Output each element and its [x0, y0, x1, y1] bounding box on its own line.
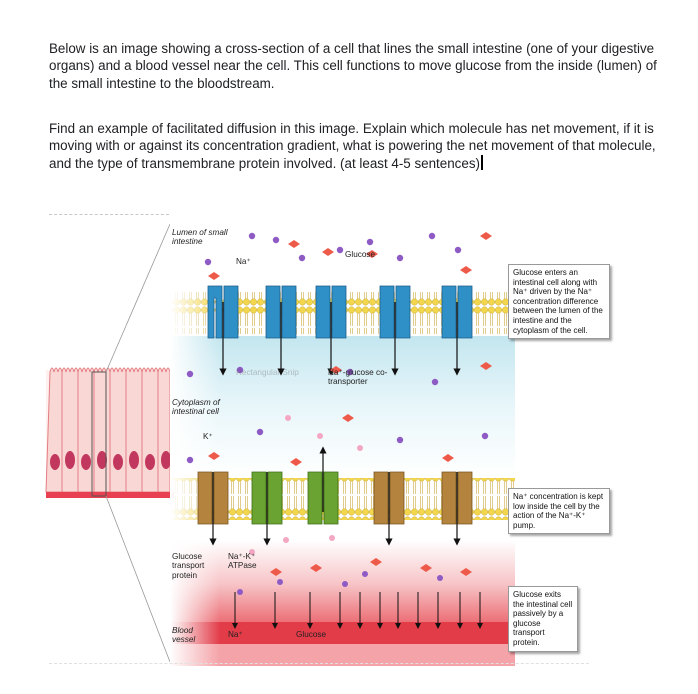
- lumen-label: Lumen of small intestine: [172, 228, 252, 247]
- question-prompt[interactable]: Find an example of facilitated diffusion…: [49, 120, 669, 172]
- snip-watermark: Rectangular Snip: [236, 368, 299, 377]
- na-bottom-label: Na⁺: [228, 630, 243, 639]
- divider: [49, 214, 169, 215]
- question-prompt-text: Find an example of facilitated diffusion…: [49, 121, 656, 171]
- k-label: K⁺: [203, 432, 213, 441]
- question-intro: Below is an image showing a cross-sectio…: [49, 40, 669, 92]
- text-cursor: [481, 155, 483, 170]
- callout-na-pump: Na⁺ concentration is kept low inside the…: [508, 488, 610, 534]
- callout-glucose-exit: Glucose exits the intestinal cell passiv…: [508, 586, 578, 652]
- blood-vessel-label: Blood vessel: [172, 626, 206, 645]
- glucose-top-label: Glucose: [345, 250, 375, 259]
- callout-glucose-entry: Glucose enters an intestinal cell along …: [508, 264, 610, 339]
- glucose-transport-protein-label: Glucose transport protein: [172, 552, 218, 580]
- tissue-thumbnail: [46, 224, 174, 662]
- glucose-bottom-label: Glucose: [296, 630, 326, 639]
- cotransporter-label: Na⁺-glucose co-transporter: [328, 368, 420, 387]
- atpase-label: Na⁺-K⁺ ATPase: [228, 552, 268, 571]
- cytoplasm-label: Cytoplasm of intestinal cell: [172, 398, 242, 417]
- intestinal-cell-figure: Lumen of small intestine Na⁺ Glucose Na⁺…: [40, 222, 620, 666]
- bottom-divider: [49, 663, 589, 664]
- na-top-label: Na⁺: [236, 257, 251, 266]
